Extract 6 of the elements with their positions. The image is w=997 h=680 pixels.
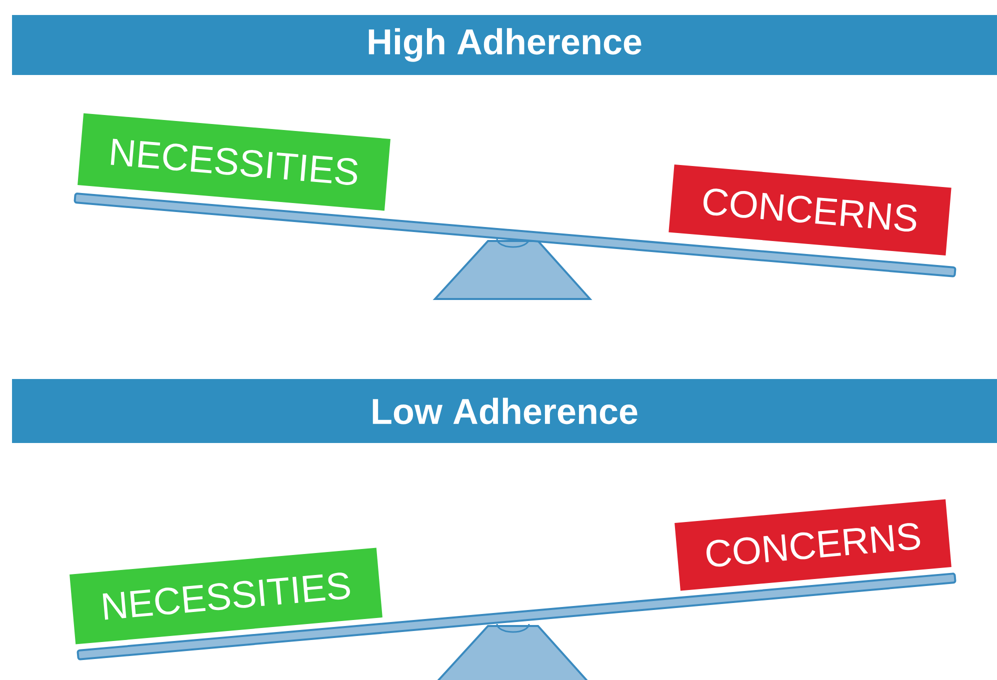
sign-label: NECESSITIES	[70, 548, 382, 644]
sign-label: CONCERNS	[674, 499, 952, 591]
title-banner: Low Adherence	[12, 379, 997, 443]
title-banner: High Adherence	[12, 15, 997, 75]
sign-label: NECESSITIES	[78, 113, 390, 211]
sign-label: CONCERNS	[668, 164, 952, 256]
